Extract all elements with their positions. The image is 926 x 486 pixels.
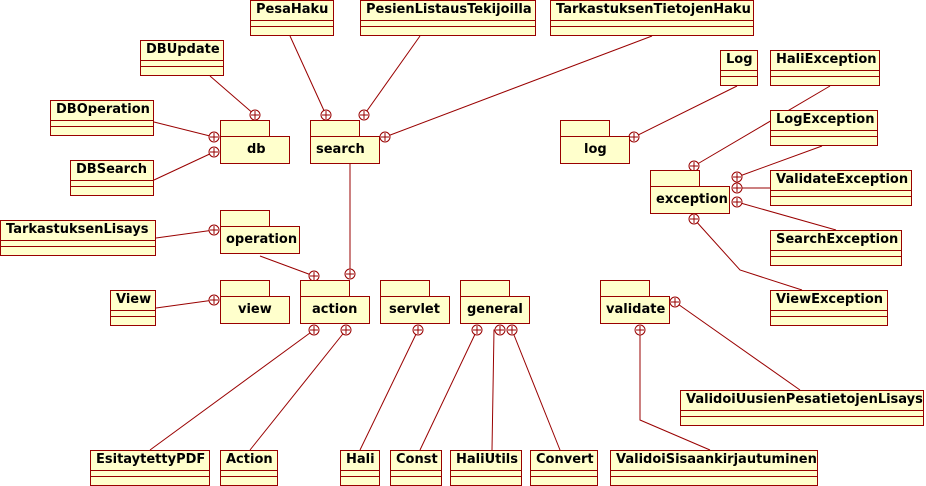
- class-log[interactable]: Log: [720, 50, 758, 86]
- class-name: Const: [391, 451, 441, 471]
- containment-connector: [736, 201, 837, 231]
- class-logexception[interactable]: LogException: [770, 110, 878, 146]
- class-name: ValidoiSisaankirjautuminen: [611, 451, 817, 471]
- containment-connector: [149, 329, 315, 451]
- class-const[interactable]: Const: [390, 450, 442, 486]
- class-name: View: [111, 291, 155, 311]
- class-validoisisaankirjautuminen[interactable]: ValidoiSisaankirjautuminen: [610, 450, 818, 486]
- containment-connector: [639, 330, 711, 451]
- containment-connector: [674, 301, 801, 391]
- class-name: TarkastuksenTietojenHaku: [551, 1, 753, 21]
- class-action[interactable]: Action: [220, 450, 278, 486]
- package-action-label: action: [300, 296, 370, 324]
- class-dbupdate[interactable]: DBUpdate: [140, 40, 224, 76]
- containment-connector: [153, 151, 215, 181]
- package-db-label: db: [220, 136, 290, 164]
- containment-connector: [633, 85, 738, 138]
- class-name: Log: [721, 51, 757, 71]
- class-name: PesienListausTekijoilla: [361, 1, 535, 21]
- class-name: LogException: [771, 111, 877, 131]
- package-view-label: view: [220, 296, 290, 324]
- class-view[interactable]: View: [110, 290, 156, 326]
- package-log-label: log: [560, 136, 630, 164]
- package-operation-label: operation: [220, 226, 300, 254]
- containment-connector: [155, 299, 215, 309]
- class-name: ValidoiUusienPesatietojenLisays: [681, 391, 923, 411]
- class-name: Convert: [531, 451, 597, 471]
- class-validoiuusienpesatietojenlisays[interactable]: ValidoiUusienPesatietojenLisays: [680, 390, 924, 426]
- containment-connector: [155, 229, 215, 239]
- class-pesahaku[interactable]: PesaHaku: [250, 0, 334, 36]
- class-validateexception[interactable]: ValidateException: [770, 170, 912, 206]
- class-name: DBOperation: [51, 101, 153, 121]
- containment-connector: [384, 35, 653, 138]
- class-name: PesaHaku: [251, 1, 333, 21]
- class-name: TarkastuksenLisays: [1, 221, 155, 241]
- class-searchexception[interactable]: SearchException: [770, 230, 902, 266]
- class-name: ViewException: [771, 291, 887, 311]
- class-hali[interactable]: Hali: [340, 450, 380, 486]
- containment-connector: [736, 145, 823, 178]
- containment-connector: [693, 218, 803, 291]
- containment-connector: [363, 35, 421, 116]
- class-viewexception[interactable]: ViewException: [770, 290, 888, 326]
- containment-connector: [209, 75, 256, 116]
- containment-connector: [249, 329, 347, 451]
- containment-connector: [511, 329, 561, 451]
- containment-connector: [153, 121, 215, 138]
- containment-connector: [419, 329, 478, 451]
- containment-connector: [359, 329, 419, 451]
- class-pesienlistaustekijoilla[interactable]: PesienListausTekijoilla: [360, 0, 536, 36]
- class-name: Action: [221, 451, 277, 471]
- package-validate-label: validate: [600, 296, 670, 324]
- package-search-label: search: [310, 136, 380, 164]
- class-name: EsitaytettyPDF: [91, 451, 209, 471]
- package-servlet-label: servlet: [380, 296, 450, 324]
- containment-connector: [693, 85, 831, 167]
- class-convert[interactable]: Convert: [530, 450, 598, 486]
- containment-connector: [259, 255, 315, 277]
- class-tarkastuksenlisays[interactable]: TarkastuksenLisays: [0, 220, 156, 256]
- class-haliexception[interactable]: HaliException: [770, 50, 880, 86]
- containment-connector: [289, 35, 327, 116]
- class-haliutils[interactable]: HaliUtils: [450, 450, 522, 486]
- class-name: DBSearch: [71, 161, 153, 181]
- class-name: Hali: [341, 451, 379, 471]
- class-esitaytettypdf[interactable]: EsitaytettyPDF: [90, 450, 210, 486]
- class-dbsearch[interactable]: DBSearch: [70, 160, 154, 196]
- class-name: SearchException: [771, 231, 901, 251]
- class-name: HaliException: [771, 51, 879, 71]
- class-name: ValidateException: [771, 171, 911, 191]
- class-name: DBUpdate: [141, 41, 223, 61]
- package-general-label: general: [460, 296, 530, 324]
- containment-connector: [491, 329, 500, 451]
- package-exception-label: exception: [650, 186, 730, 214]
- class-dboperation[interactable]: DBOperation: [50, 100, 154, 136]
- class-name: HaliUtils: [451, 451, 521, 471]
- class-tarkastuksentietojenhaku[interactable]: TarkastuksenTietojenHaku: [550, 0, 754, 36]
